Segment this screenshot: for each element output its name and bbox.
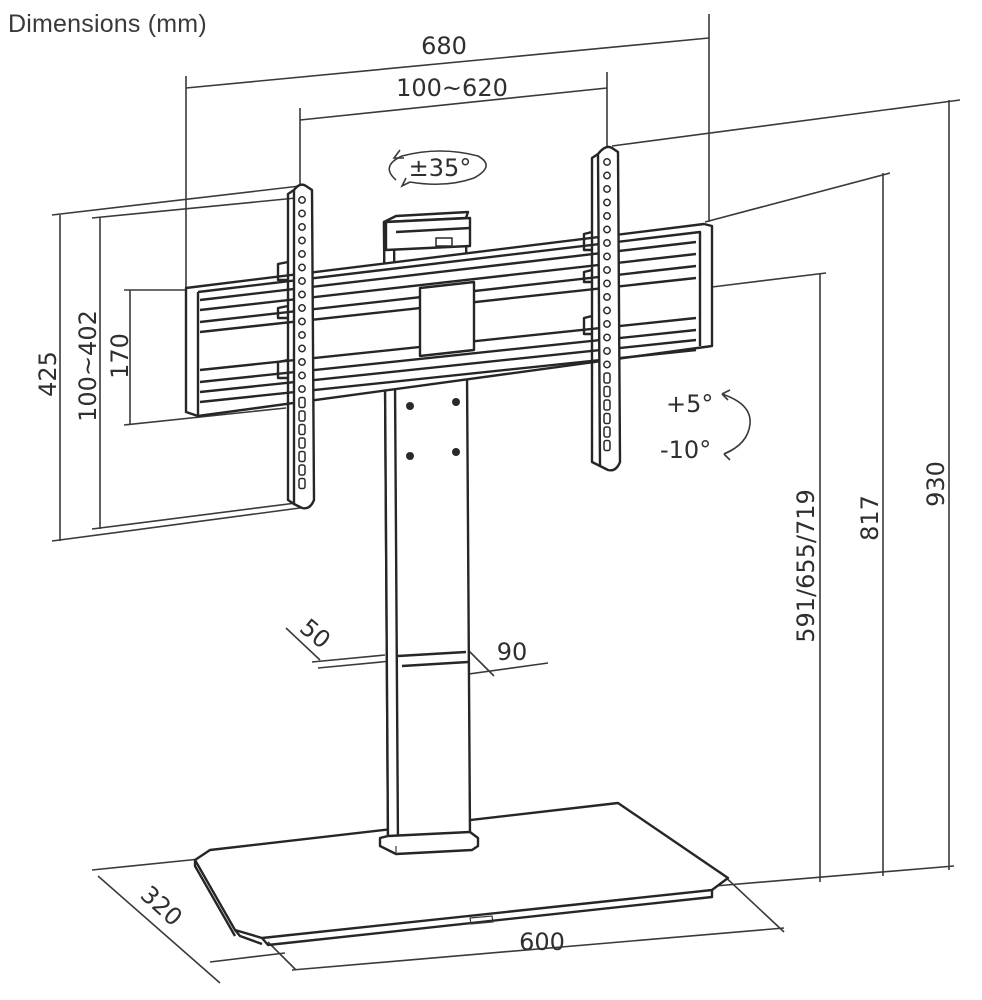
label-swivel: ±35° [409,154,472,182]
diagram-title: Dimensions (mm) [8,10,207,38]
mounting-hole [298,236,306,245]
mounting-hole [298,423,306,436]
mounting-hole [603,347,611,355]
mounting-hole [298,317,306,326]
mounting-hole [603,239,611,247]
mounting-hole [603,252,611,261]
label-base-width: 600 [519,928,565,956]
mounting-hole [603,372,611,384]
mounting-hole [603,306,611,315]
mounting-hole [298,250,306,258]
dimension-lines [51,14,961,984]
mounting-hole [603,439,611,452]
label-rail-spacing: 170 [106,333,134,379]
mounting-hole [298,277,306,285]
mounting-hole [298,477,306,490]
mounting-hole [603,171,611,180]
label-base-depth: 320 [135,880,188,931]
mounting-hole [603,212,611,220]
mounting-hole [298,209,306,218]
mounting-hole [298,385,306,393]
mounting-hole [603,266,611,274]
label-center-heights: 591/655/719 [792,489,820,643]
tilt-indicator [721,389,751,461]
label-vesa-vertical: 100~402 [74,310,102,422]
label-column-depth: 50 [294,613,335,654]
mounting-hole [298,410,306,422]
mounting-hole [298,223,306,231]
swivel-indicator [388,149,487,188]
mounting-hole [298,358,306,366]
label-bracket-height: 425 [34,351,62,397]
mounting-hole [298,450,306,463]
label-tilt-down: -10° [660,436,711,464]
vesa-arm-right [582,145,622,472]
mounting-hole [298,464,306,476]
mounting-hole [298,396,306,409]
mounting-hole [603,399,611,411]
mounting-hole [603,360,611,369]
label-tilt-up: +5° [666,390,713,418]
mounting-hole [603,185,611,193]
label-overall-width: 680 [421,32,467,60]
mounting-hole [603,333,611,342]
mounting-hole [603,225,611,234]
base-plate [193,801,730,947]
mounting-hole [603,412,611,425]
mounting-hole [603,385,611,398]
mounting-hole [298,331,306,339]
label-top-height: 817 [856,495,884,541]
label-column-width: 90 [497,638,528,666]
label-overall-height: 930 [922,461,950,507]
mounting-hole [603,293,611,301]
mounting-hole [298,437,306,449]
mounting-hole [603,198,611,207]
mounting-hole [603,158,611,166]
mounting-hole [298,196,306,204]
mounting-hole [603,279,611,288]
mounting-hole [298,344,306,353]
mounting-hole [603,426,611,438]
mounting-hole [298,371,306,380]
mounting-hole [603,320,611,328]
mounting-hole [298,263,306,272]
mounting-hole [298,290,306,299]
vesa-arm-left [276,183,316,510]
mounting-hole [298,304,306,312]
label-vesa-horizontal: 100~620 [396,74,508,102]
